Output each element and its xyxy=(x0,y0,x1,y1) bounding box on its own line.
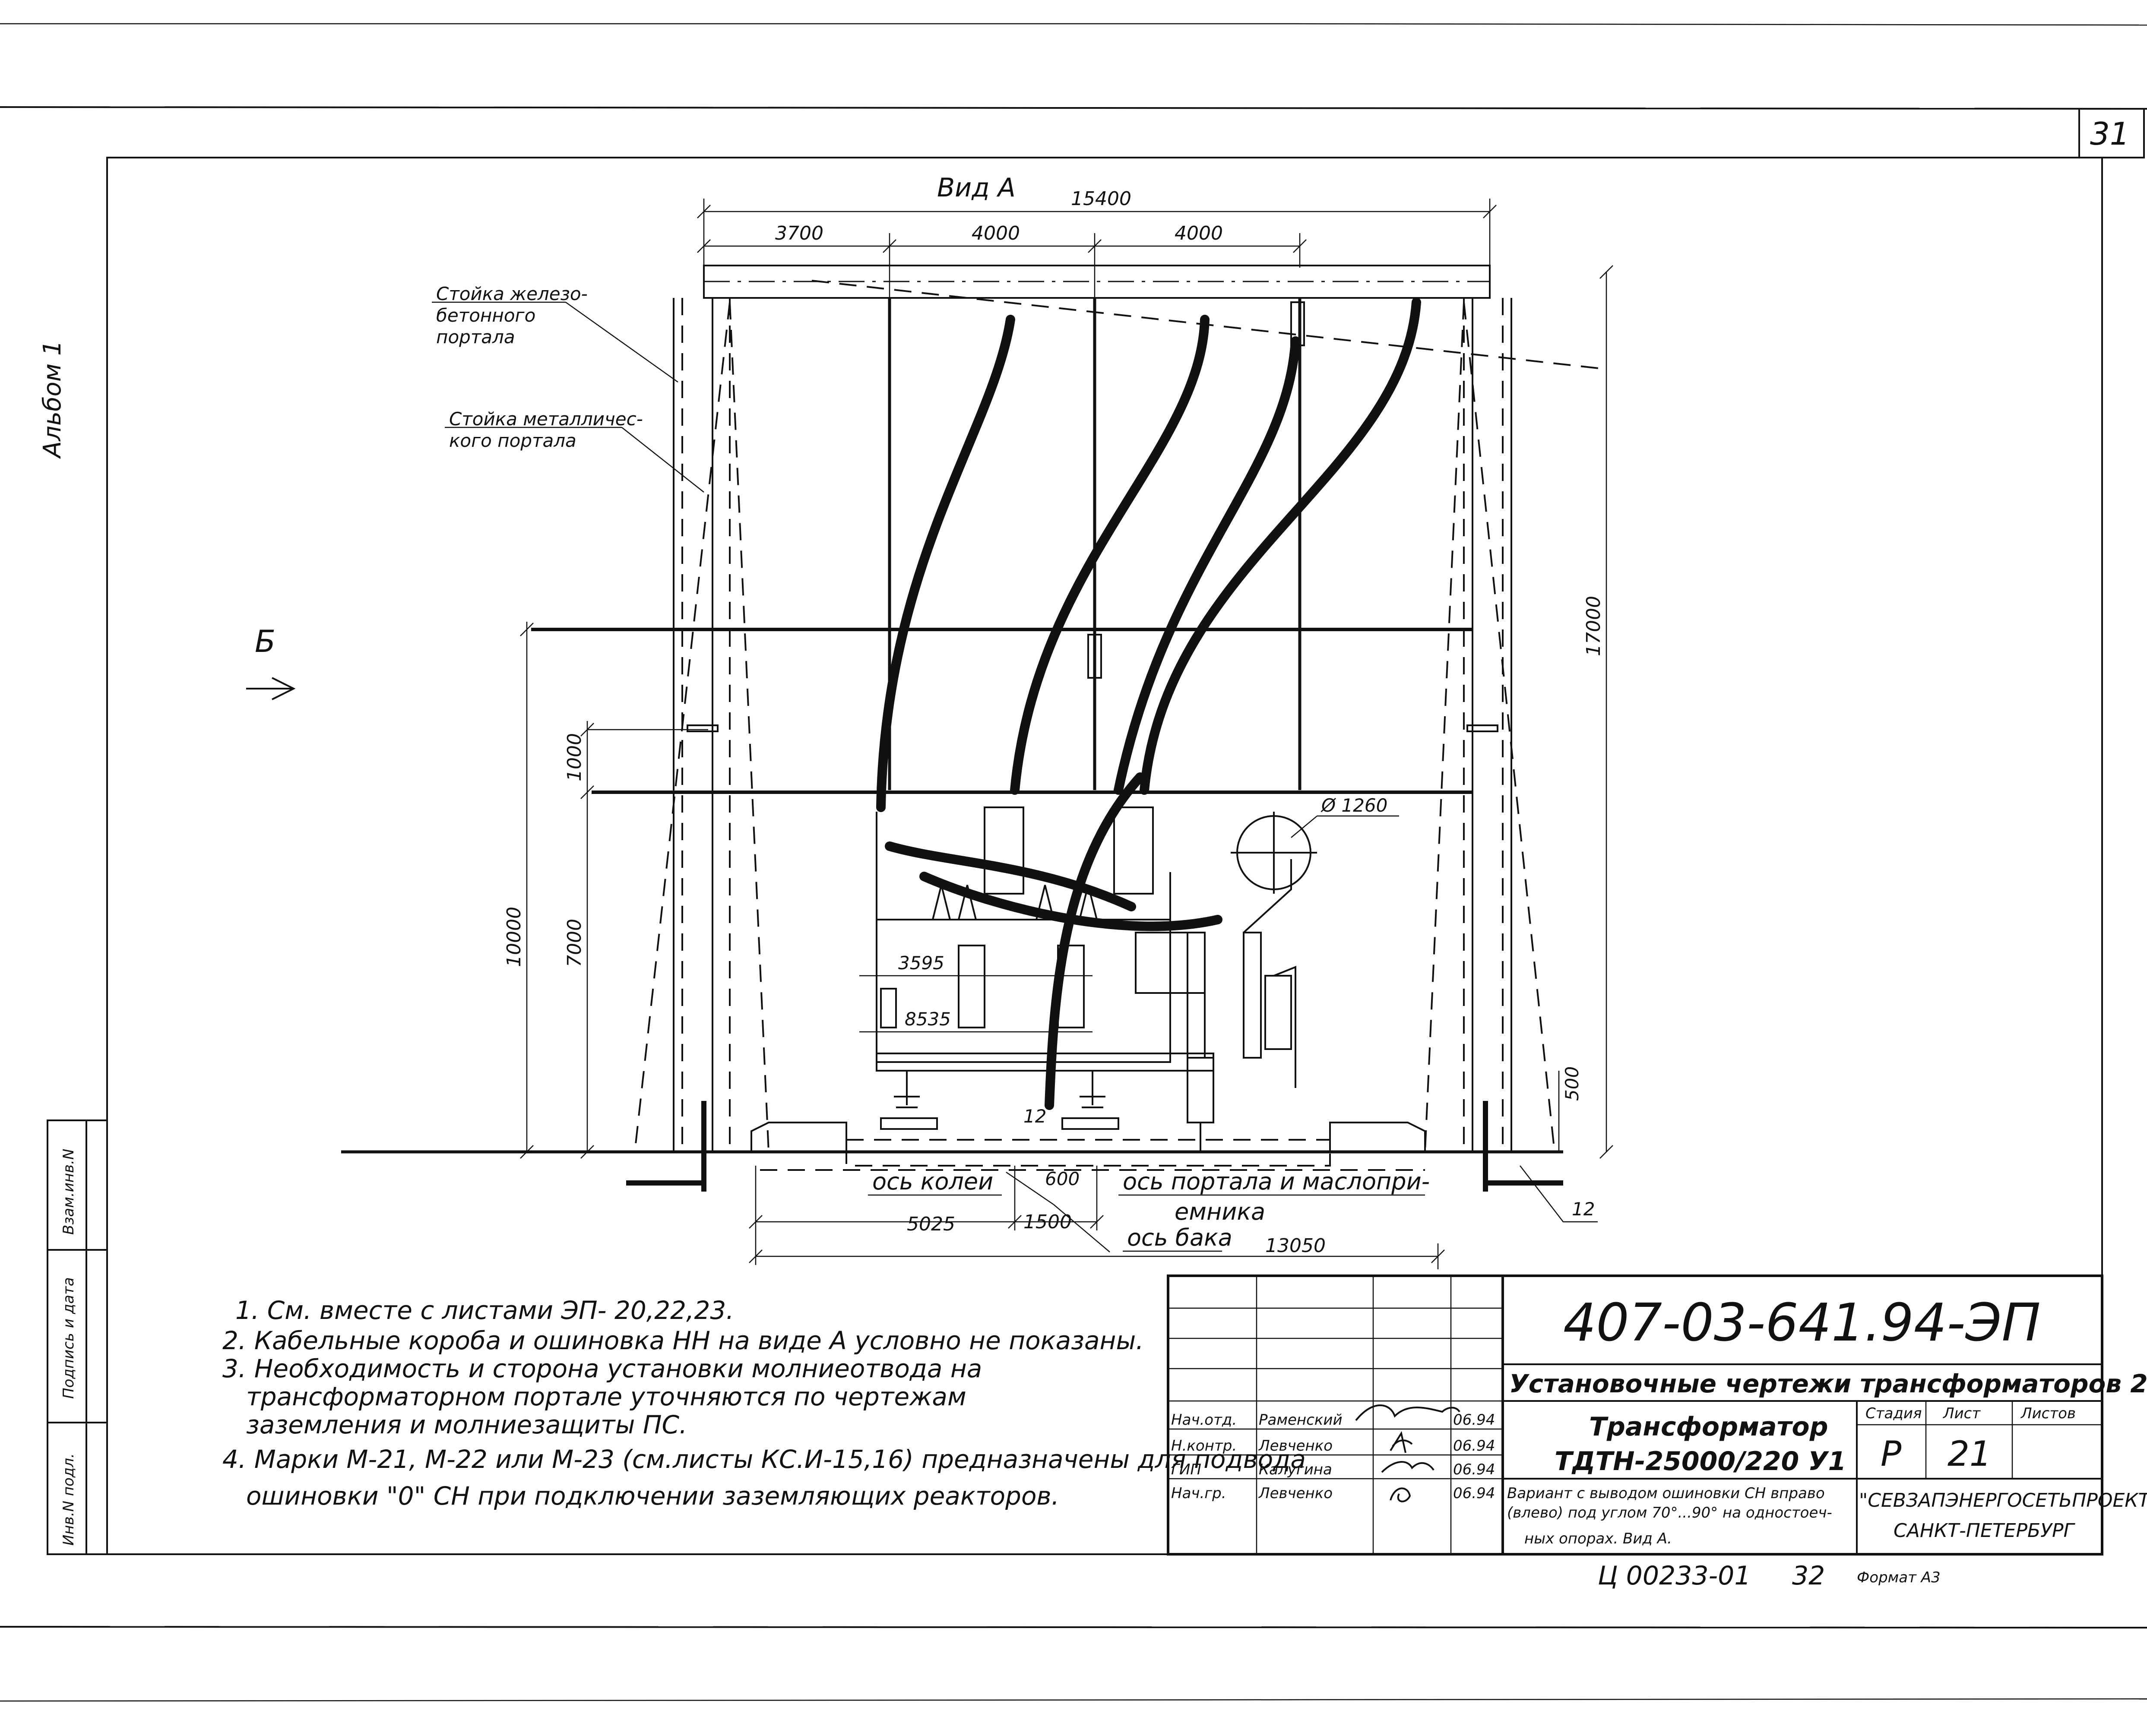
concrete-post-label-2: бетонного xyxy=(436,305,535,326)
dim-height-total-label: 17000 xyxy=(1583,596,1605,656)
dim-8535: 8535 xyxy=(905,1009,951,1030)
sheet-value: 21 xyxy=(1948,1434,1992,1474)
dim-height-7000: 7000 xyxy=(564,919,586,967)
doc-code: 407-03-641.94-ЭП xyxy=(1563,1293,2041,1353)
signer-role: Нач.отд. xyxy=(1171,1411,1237,1429)
concrete-post-callout xyxy=(432,301,678,383)
signer-name: Раменский xyxy=(1259,1411,1343,1429)
sheet-corner-number: 31 xyxy=(2090,116,2130,152)
note-3b: трансформаторном портале уточняются по ч… xyxy=(246,1382,966,1411)
dim-12-right-leader xyxy=(1520,1165,1598,1223)
dim-13050: 13050 xyxy=(1265,1235,1326,1257)
note-3c: заземления и молниезащиты ПС. xyxy=(246,1410,687,1439)
object-line-1: Трансформатор xyxy=(1589,1412,1828,1442)
diameter-leader-2 xyxy=(1291,816,1317,838)
dim-height-1000: 1000 xyxy=(564,733,586,781)
portal-right-post xyxy=(1424,298,1563,1192)
sheet-header: Лист xyxy=(1942,1405,1981,1422)
signer-role: Н.контр. xyxy=(1171,1437,1237,1455)
note-2: 2. Кабельные короба и ошиновка НН на вид… xyxy=(222,1326,1144,1355)
note-4: 4. Марки М-21, М-22 или М-23 (см.листы К… xyxy=(222,1445,1306,1474)
dim-600: 600 xyxy=(1045,1168,1080,1189)
dim-span-mid2: 4000 xyxy=(1175,222,1223,244)
bushing-diameter: Ø 1260 xyxy=(1320,795,1387,816)
view-b-label: Б xyxy=(255,624,276,659)
dim-overall-width: 15400 xyxy=(1071,188,1131,210)
stage-value: Р xyxy=(1881,1434,1902,1474)
signer-role: Нач.гр. xyxy=(1171,1485,1226,1502)
dim-height-10000: 10000 xyxy=(503,907,525,967)
signer-role: ГИП xyxy=(1171,1461,1201,1478)
variant-line-2: (влево) под углом 70°...90° на одностоеч… xyxy=(1507,1504,1832,1521)
dim-12-left: 12 xyxy=(1023,1106,1046,1127)
left-stamp xyxy=(47,1119,108,1555)
axis-track: ось колеи xyxy=(872,1168,993,1195)
view-title: Вид А xyxy=(937,173,1016,203)
axis-tank: ось бака xyxy=(1127,1224,1232,1251)
project-title: Установочные чертежи трансформаторов 220… xyxy=(1509,1369,2147,1398)
dim-lines-bottom xyxy=(749,1166,1445,1269)
org-line-2: САНКТ-ПЕТЕРБУРГ xyxy=(1894,1520,2076,1542)
concrete-post-label-1: Стойка железо- xyxy=(436,283,588,304)
concrete-post-label-3: портала xyxy=(436,326,515,348)
dim-5025: 5025 xyxy=(907,1213,955,1235)
portal-left-post xyxy=(626,298,770,1192)
signer-name: Калугина xyxy=(1259,1461,1332,1478)
scan-edge-top xyxy=(0,23,2147,1702)
signer-date: 06.94 xyxy=(1453,1437,1495,1455)
format-label: Формат А3 xyxy=(1857,1569,1941,1586)
signer-date: 06.94 xyxy=(1453,1411,1495,1429)
dim-span-left: 3700 xyxy=(775,222,823,244)
bottom-num: 32 xyxy=(1792,1561,1825,1591)
stamp-inv: Инв.N подл. xyxy=(60,1453,77,1546)
signer-name: Левченко xyxy=(1258,1485,1333,1502)
metal-post-label-1: Стойка металличес- xyxy=(449,408,643,430)
dim-transformer-inner xyxy=(859,975,1560,1152)
object-line-2: ТДТН-25000/220 У1 xyxy=(1555,1446,1846,1477)
dim-500: 500 xyxy=(1561,1066,1583,1101)
view-b-arrow xyxy=(246,677,296,700)
drawing-frame xyxy=(106,108,2145,1555)
dim-height-total xyxy=(1599,265,1613,1159)
variant-line-3: ных опорах. Вид А. xyxy=(1524,1530,1672,1547)
signer-date: 06.94 xyxy=(1453,1485,1495,1502)
album-label: Альбом 1 xyxy=(38,340,66,459)
oil-pit xyxy=(750,1122,1426,1171)
dim-span-mid1: 4000 xyxy=(972,222,1020,244)
wheels xyxy=(880,1071,1119,1130)
dim-3595: 3595 xyxy=(898,952,944,974)
metal-post-label-2: кого портала xyxy=(449,430,576,451)
stamp-vzam: Взам.инв.N xyxy=(60,1149,77,1235)
dim-12-right: 12 xyxy=(1572,1198,1595,1220)
stage-header: Стадия xyxy=(1865,1405,1922,1422)
note-4b: ошиновки "0" СН при подключении заземляю… xyxy=(246,1481,1059,1511)
dim-height-left xyxy=(518,622,760,1159)
dim-lines-top xyxy=(697,199,1497,298)
stamp-podpis: Подпись и дата xyxy=(60,1277,77,1399)
axis-portal-line2: емника xyxy=(1175,1198,1265,1225)
transformer xyxy=(876,806,1317,1152)
cables xyxy=(876,297,1421,1110)
title-block xyxy=(1167,1274,2103,1556)
sheets-header: Листов xyxy=(2020,1405,2076,1422)
bottom-code: Ц 00233-01 xyxy=(1598,1561,1751,1591)
org-line-1: "СЕВЗАПЭНЕРГОСЕТЬПРОЕКТ" xyxy=(1859,1489,2147,1511)
signer-date: 06.94 xyxy=(1453,1461,1495,1478)
variant-line-1: Вариант с выводом ошиновки СН вправо xyxy=(1507,1485,1825,1502)
metal-post-callout xyxy=(445,427,704,493)
signer-name: Левченко xyxy=(1258,1437,1333,1455)
dim-1500: 1500 xyxy=(1023,1211,1072,1233)
axis-portal-line1: ось портала и маслопри- xyxy=(1123,1168,1430,1195)
portal-crossbar xyxy=(703,265,1607,370)
note-1: 1. См. вместе с листами ЭП- 20,22,23. xyxy=(235,1296,734,1325)
signatures xyxy=(1355,1404,1460,1502)
note-3: 3. Необходимость и сторона установки мол… xyxy=(222,1354,982,1383)
